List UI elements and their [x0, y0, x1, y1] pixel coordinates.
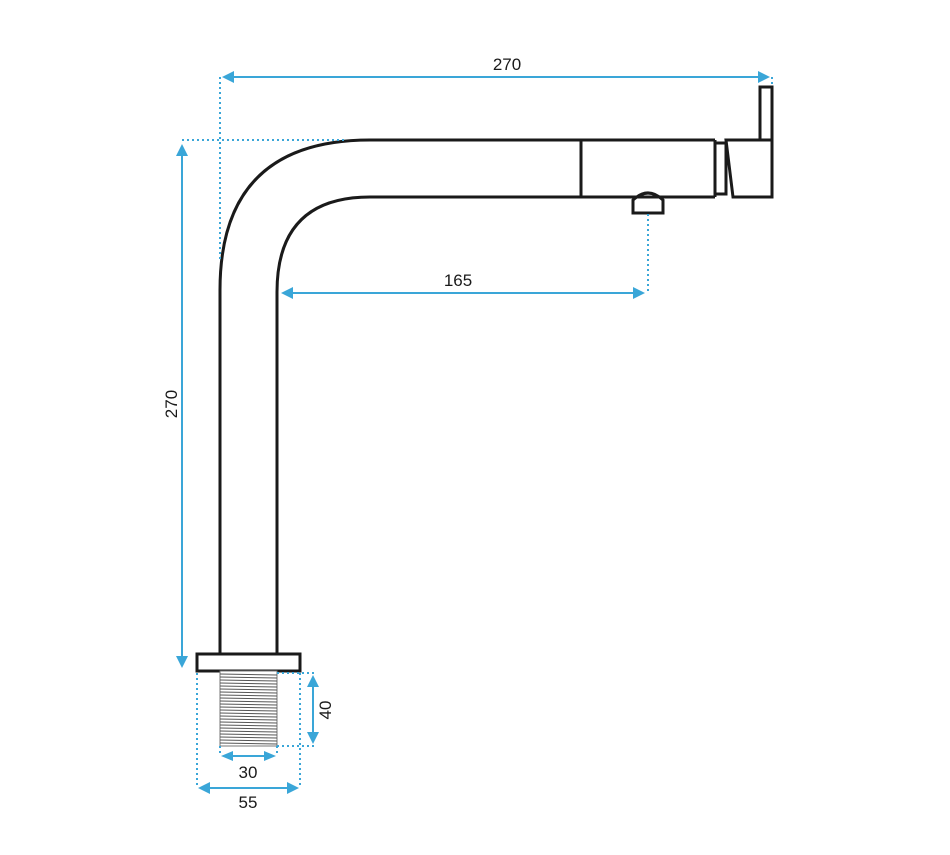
extension-lines — [182, 77, 773, 788]
thread-line — [219, 685, 278, 688]
dimension-lines — [176, 71, 770, 794]
label-spout-reach: 165 — [444, 271, 472, 290]
label-overall-width: 270 — [493, 55, 521, 74]
lever-collar — [715, 141, 728, 196]
thread-line — [219, 694, 278, 697]
arrowhead — [264, 751, 276, 761]
label-overall-height: 270 — [162, 390, 181, 418]
thread-line — [219, 718, 278, 721]
arrowhead — [198, 782, 210, 794]
arrowhead — [176, 656, 188, 668]
thread-line — [219, 673, 278, 676]
lever-housing — [724, 138, 774, 199]
thread-line — [219, 736, 278, 739]
arrowhead — [222, 71, 234, 83]
lever-handle — [758, 85, 774, 140]
thread-line — [219, 739, 278, 742]
label-base-diameter: 55 — [239, 793, 258, 812]
thread-line — [219, 676, 278, 679]
thread-line — [219, 706, 278, 709]
thread-line — [219, 727, 278, 730]
thread-line — [219, 682, 278, 685]
base-plate — [195, 652, 302, 673]
arrowhead — [287, 782, 299, 794]
thread-line — [219, 730, 278, 733]
arrowhead — [633, 287, 645, 299]
spout-outer-edge — [218, 138, 715, 655]
arrowhead — [307, 732, 319, 744]
arrowhead — [176, 144, 188, 156]
arrowhead — [281, 287, 293, 299]
thread-line — [219, 724, 278, 727]
thread-line — [219, 715, 278, 718]
label-thread-length: 40 — [316, 701, 335, 720]
arrowhead — [307, 675, 319, 687]
thread-line — [219, 721, 278, 724]
thread-line — [219, 709, 278, 712]
threaded-shank — [219, 670, 278, 747]
thread-line — [219, 679, 278, 682]
arrowhead — [758, 71, 770, 83]
thread-line — [219, 742, 278, 745]
arrowhead — [221, 751, 233, 761]
thread-line — [219, 697, 278, 700]
thread-line — [219, 733, 278, 736]
thread-line — [219, 688, 278, 691]
thread-line — [219, 691, 278, 694]
outlet-nozzle — [631, 191, 665, 215]
label-thread-diameter: 30 — [239, 763, 258, 782]
faucet-body — [195, 85, 774, 747]
thread-line — [219, 712, 278, 715]
thread-line — [219, 700, 278, 703]
thread-line — [219, 703, 278, 706]
dimension-labels: 270 270 165 40 30 55 — [162, 55, 521, 812]
spout-inner-edge — [275, 195, 715, 655]
